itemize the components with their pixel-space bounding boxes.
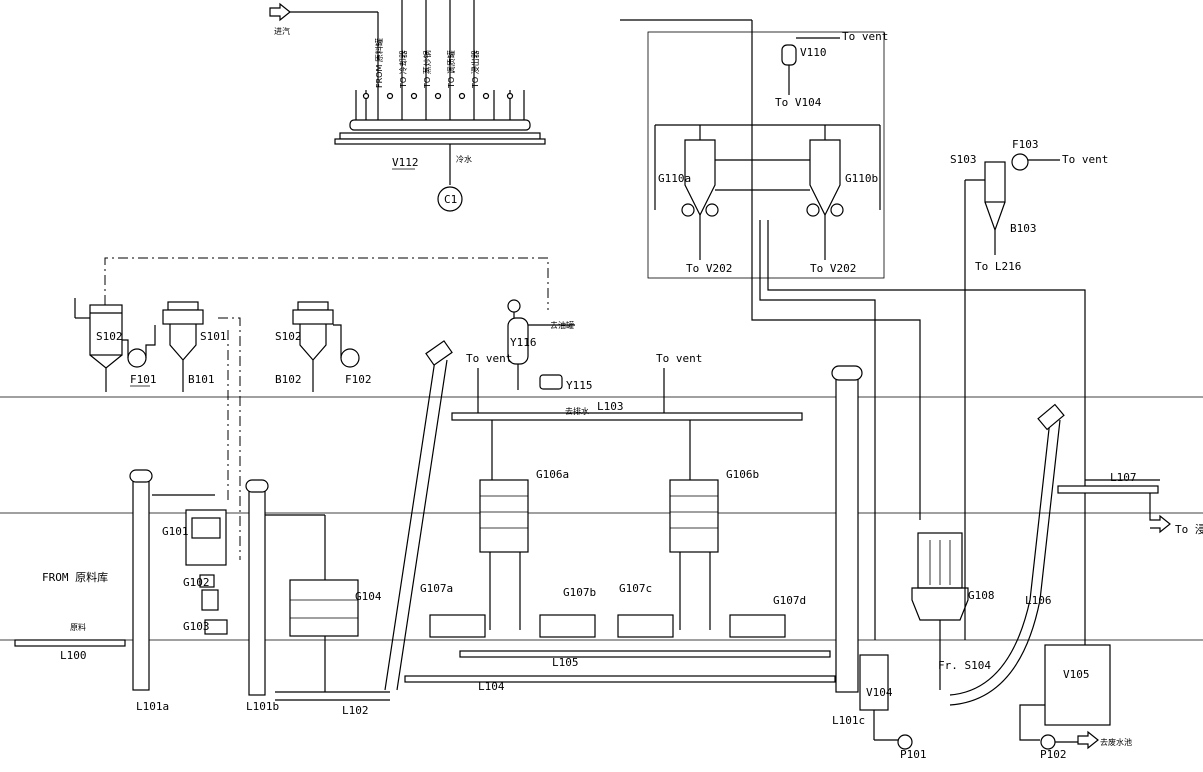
from-raw-top-label: FROM 原料罐 <box>374 38 384 88</box>
g108: G108 Fr. S104 <box>911 532 995 690</box>
g107-group: G107a G107b G107c G107d <box>420 582 806 638</box>
to-v202b-label: To V202 <box>810 262 856 275</box>
v112-label: V112 <box>392 156 419 169</box>
steam-supply-label: 去油罐 <box>550 320 574 330</box>
g107d-label: G107d <box>773 594 806 607</box>
l101a-label: L101a <box>136 700 169 713</box>
b103-label: B103 <box>1010 222 1037 235</box>
y116-label: Y116 <box>510 336 537 349</box>
inclined-conveyor-l102: L102 <box>275 340 453 717</box>
b102-label: B102 <box>275 373 302 386</box>
g107b-label: G107b <box>563 586 596 599</box>
raw-material-label: 原料 <box>70 622 86 632</box>
to-vent-water-label: 去排水 <box>565 406 589 416</box>
to-l216-label: To L216 <box>975 260 1021 273</box>
to-vent-v110-label: To vent <box>842 30 888 43</box>
l103-label: L103 <box>597 400 624 413</box>
v104-group: V104 P101 <box>859 654 927 761</box>
g104: G104 <box>289 579 382 692</box>
g102-label: G102 <box>183 576 210 589</box>
floor-lines <box>0 396 1203 641</box>
cyclone-s103: S103 F103 To vent B103 To L216 <box>950 138 1108 640</box>
to-extractor-label: To 浸出 <box>1175 522 1203 536</box>
s102b-label: S102 <box>275 330 302 343</box>
fr-s104-label: Fr. S104 <box>938 659 991 672</box>
g104-label: G104 <box>355 590 382 603</box>
g106-group: G106a G106b <box>479 420 759 630</box>
l104-label: L104 <box>478 680 505 693</box>
to-line3-label: TO 调质罐 <box>446 50 456 89</box>
l100-label: L100 <box>60 649 87 662</box>
f101-label: F101 <box>130 373 157 386</box>
steam-in-label: 进汽 <box>274 26 290 36</box>
g107a-label: G107a <box>420 582 453 595</box>
v105-group: V105 P102 去废水池 去排水 <box>565 406 1132 761</box>
p101-label: P101 <box>900 748 927 761</box>
s102a-label: S102 <box>96 330 123 343</box>
v104-label: V104 <box>866 686 893 699</box>
to-v202a-label: To V202 <box>686 262 732 275</box>
g110a-label: G110a <box>658 172 691 185</box>
l106-label: L106 <box>1025 594 1052 607</box>
s101-label: S101 <box>200 330 227 343</box>
l105-label: L105 <box>552 656 579 669</box>
water-out-label: 冷水 <box>456 154 472 164</box>
g101-group: G101 G102 G103 <box>152 494 326 635</box>
c1-label: C1 <box>444 193 457 206</box>
v105-label: V105 <box>1063 668 1090 681</box>
air-system: Y116 Y115 去油罐 <box>507 299 593 392</box>
to-v104-label: To V104 <box>775 96 822 109</box>
to-vent-1-label: To vent <box>466 352 512 365</box>
to-waste-label: 去废水池 <box>1100 737 1132 747</box>
vents: To vent To vent <box>466 352 702 413</box>
dust-collection: S102 F101 S101 B101 S102 B102 F102 <box>74 257 549 560</box>
s103-label: S103 <box>950 153 977 166</box>
g107c-label: G107c <box>619 582 652 595</box>
g108-label: G108 <box>968 589 995 602</box>
to-line2-label: TO 蒸炒锅 <box>422 50 432 89</box>
g110b-label: G110b <box>845 172 878 185</box>
l102-label: L102 <box>342 704 369 717</box>
steam-header-v112: V112 C1 进汽 冷水 FROM 原料罐 TO 冷却器 TO 蒸炒锅 TO … <box>269 0 546 212</box>
cooler-pipes <box>751 220 1160 640</box>
cooler-g110: V110 To vent To V104 G110a G110b To V202… <box>620 19 888 300</box>
g101-label: G101 <box>162 525 189 538</box>
g106b-label: G106b <box>726 468 759 481</box>
from-raw-left-label: FROM 原料库 <box>42 570 108 584</box>
elevators: L101a L101b L101c <box>129 365 865 727</box>
to-line4-label: TO 浸出器 <box>470 50 480 89</box>
v110-label: V110 <box>800 46 827 59</box>
p102-label: P102 <box>1040 748 1067 761</box>
l101c-label: L101c <box>832 714 865 727</box>
to-vent-f103-label: To vent <box>1062 153 1108 166</box>
f103-label: F103 <box>1012 138 1039 151</box>
y115-label: Y115 <box>566 379 593 392</box>
f102-label: F102 <box>345 373 372 386</box>
b101-label: B101 <box>188 373 215 386</box>
g103-label: G103 <box>183 620 210 633</box>
l107-label: L107 <box>1110 471 1137 484</box>
to-vent-2-label: To vent <box>656 352 702 365</box>
g106a-label: G106a <box>536 468 569 481</box>
l101b-label: L101b <box>246 700 279 713</box>
to-line1-label: TO 冷却器 <box>398 50 408 89</box>
horizontal-conveyors: L100 FROM 原料库 原料 L103 L105 L104 L107 To … <box>14 400 1203 693</box>
inclined-conveyor-l106: L106 <box>949 403 1065 706</box>
